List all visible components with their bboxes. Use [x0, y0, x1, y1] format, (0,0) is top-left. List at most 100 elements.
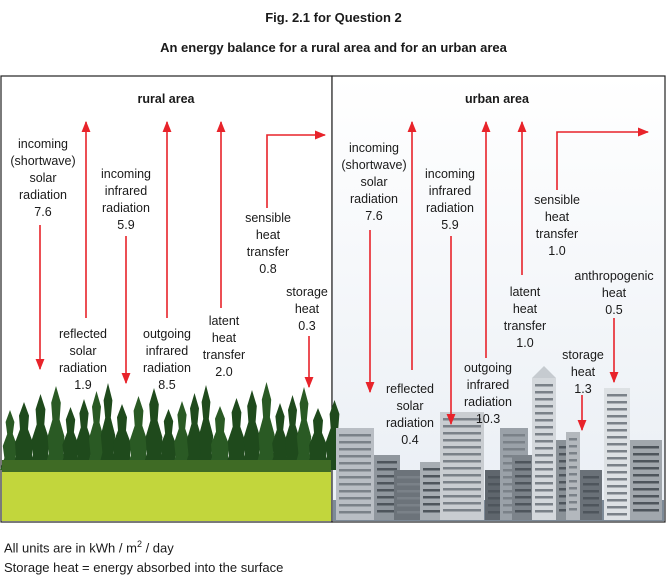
- building-windows: [535, 412, 553, 415]
- building-windows: [377, 503, 397, 506]
- rural-sensible-heat-label: sensible heat transfer: [245, 211, 291, 259]
- building-windows: [633, 474, 659, 477]
- tree: [142, 388, 166, 470]
- units-note-suffix: / day: [141, 540, 174, 556]
- building-windows: [535, 461, 553, 464]
- building: [580, 470, 602, 520]
- tree: [294, 387, 314, 470]
- building-windows: [535, 384, 553, 387]
- tree: [126, 396, 151, 470]
- rural-storage-heat-label: storage heat: [286, 285, 328, 316]
- building-windows: [443, 432, 481, 435]
- building-windows: [569, 452, 577, 455]
- building-windows: [397, 504, 421, 507]
- rural-reflected-solar-value: 1.9: [74, 378, 92, 392]
- building-windows: [339, 504, 371, 507]
- tree: [207, 406, 233, 470]
- building-windows: [339, 441, 371, 444]
- building-windows: [535, 468, 553, 471]
- building-windows: [633, 446, 659, 449]
- building-windows: [607, 422, 627, 425]
- building-windows: [569, 508, 577, 511]
- building-windows: [488, 483, 500, 486]
- rural-storage-heat-value: 0.3: [298, 319, 316, 333]
- units-note: All units are in kWh / m2 / day: [4, 539, 174, 555]
- rural-panel-title: rural area: [137, 92, 195, 106]
- tree: [196, 385, 216, 470]
- building-windows: [443, 467, 481, 470]
- building-windows: [443, 509, 481, 512]
- building-windows: [535, 447, 553, 450]
- urban-reflected-solar-value: 0.4: [401, 433, 419, 447]
- rural-incoming-solar-value: 7.6: [34, 205, 52, 219]
- building-windows: [503, 441, 525, 444]
- building-windows: [607, 485, 627, 488]
- urban-skyline: [336, 366, 662, 520]
- tree: [240, 390, 264, 470]
- building-windows: [633, 460, 659, 463]
- building-windows: [339, 434, 371, 437]
- urban-sensible-heat-label: sensible heat transfer: [534, 193, 580, 241]
- building-windows: [503, 448, 525, 451]
- building-windows: [607, 415, 627, 418]
- building-windows: [535, 391, 553, 394]
- rural-reflected-solar-label: reflected solar radiation: [59, 327, 107, 375]
- tree: [184, 393, 205, 470]
- rural-outgoing-infrared-label: outgoing infrared radiation: [143, 327, 191, 375]
- units-note-prefix: All units are in kWh / m: [4, 540, 137, 556]
- rural-latent-heat-label: latent heat transfer: [202, 314, 246, 362]
- building-windows: [443, 488, 481, 491]
- building: [485, 470, 503, 520]
- storage-heat-note: Storage heat = energy absorbed into the …: [4, 560, 284, 575]
- building-windows: [339, 490, 371, 493]
- forest-floor: [2, 460, 331, 472]
- building-windows: [488, 511, 500, 514]
- rural-latent-heat-value: 2.0: [215, 365, 233, 379]
- building-windows: [583, 504, 599, 507]
- tree: [157, 409, 180, 470]
- building-windows: [607, 408, 627, 411]
- building-windows: [633, 488, 659, 491]
- building-windows: [397, 483, 421, 486]
- urban-panel-title: urban area: [465, 92, 529, 106]
- building-windows: [443, 502, 481, 505]
- building-windows: [583, 511, 599, 514]
- building-windows: [535, 489, 553, 492]
- building-windows: [423, 482, 441, 485]
- building-windows: [515, 503, 531, 506]
- tree: [0, 410, 20, 470]
- building-windows: [607, 506, 627, 509]
- tree: [28, 394, 53, 470]
- building-windows: [515, 489, 531, 492]
- building-windows: [443, 418, 481, 421]
- rural-sensible-heat-value: 0.8: [259, 262, 277, 276]
- building-windows: [488, 476, 500, 479]
- tree: [282, 395, 303, 470]
- urban-anthropogenic-heat-value: 0.5: [605, 303, 623, 317]
- building-windows: [377, 496, 397, 499]
- tree: [109, 404, 135, 470]
- tree: [98, 383, 118, 470]
- urban-incoming-infrared-value: 5.9: [441, 218, 459, 232]
- tree: [86, 391, 107, 470]
- figure-heading: Fig. 2.1 for Question 2: [265, 10, 402, 25]
- tree: [224, 398, 249, 470]
- rural-incoming-infrared-label: incoming infrared radiation: [100, 167, 152, 215]
- building-windows: [569, 494, 577, 497]
- building-windows: [607, 499, 627, 502]
- urban-sensible-heat-value: 1.0: [548, 244, 566, 258]
- building-windows: [443, 460, 481, 463]
- energy-balance-figure: [0, 75, 666, 523]
- urban-incoming-solar-label: incoming (shortwave) solar radiation: [341, 141, 407, 206]
- urban-storage-heat-label: storage heat: [562, 348, 604, 379]
- building-windows: [633, 453, 659, 456]
- tree: [44, 386, 68, 470]
- building-windows: [488, 497, 500, 500]
- building-windows: [515, 475, 531, 478]
- tree: [305, 408, 331, 470]
- building-windows: [339, 448, 371, 451]
- building-windows: [377, 461, 397, 464]
- building-windows: [569, 501, 577, 504]
- building-windows: [515, 510, 531, 513]
- urban-latent-heat-value: 1.0: [516, 336, 534, 350]
